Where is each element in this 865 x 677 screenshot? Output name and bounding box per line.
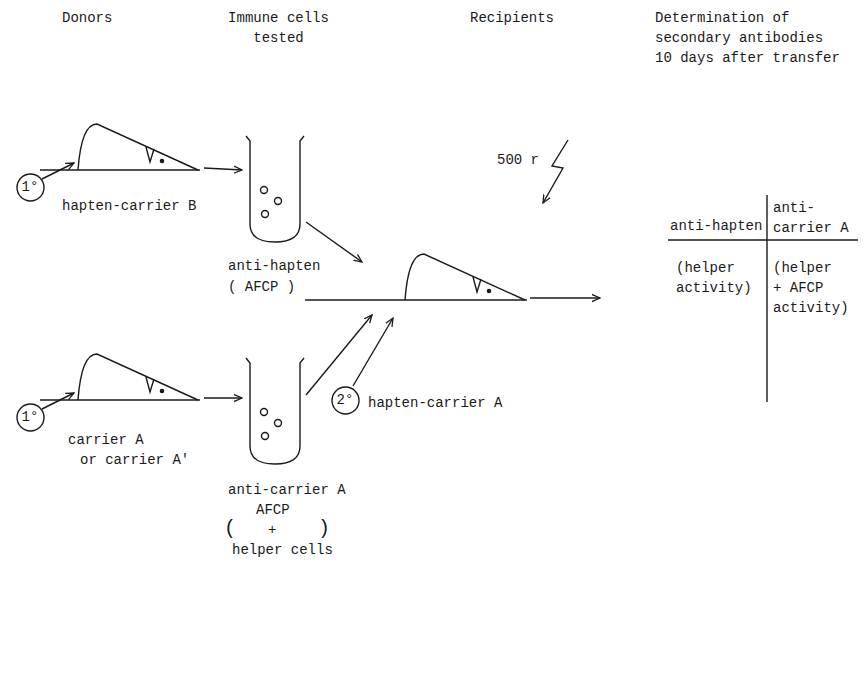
cell-label: anti-hapten bbox=[228, 256, 320, 276]
cell bbox=[262, 211, 269, 218]
circled-number: 1° bbox=[16, 403, 45, 432]
test-tube bbox=[246, 358, 304, 464]
mouse-eye bbox=[160, 389, 163, 392]
mouse-baseline bbox=[40, 169, 200, 170]
mouse-ear bbox=[473, 277, 481, 292]
cell bbox=[275, 198, 282, 205]
circle-outline bbox=[17, 404, 44, 431]
arrow bbox=[306, 315, 372, 395]
immunogen-label: carrier A bbox=[68, 430, 144, 450]
circled-number: 2° bbox=[331, 386, 360, 415]
arrow bbox=[42, 163, 74, 179]
dose-label: 500 r bbox=[497, 150, 539, 170]
mouse-ear bbox=[146, 147, 154, 162]
recipient-mouse bbox=[405, 254, 525, 300]
arrow bbox=[306, 222, 362, 262]
arrow bbox=[204, 397, 242, 398]
cell bbox=[261, 409, 268, 416]
arrow bbox=[42, 393, 74, 409]
step-number: 1° bbox=[22, 409, 39, 425]
arrow bbox=[353, 318, 393, 386]
mouse-ear bbox=[146, 377, 154, 392]
circle-outline bbox=[332, 387, 359, 414]
step-number: 2° bbox=[337, 392, 354, 408]
immunogen-label: or carrier A' bbox=[80, 450, 189, 470]
cell bbox=[275, 420, 282, 427]
donor-mouse bbox=[40, 354, 200, 400]
immunogen-label: hapten-carrier B bbox=[62, 196, 196, 216]
mouse-eye bbox=[487, 289, 490, 292]
table-rule bbox=[668, 239, 858, 240]
cell-label: AFCP bbox=[256, 500, 290, 520]
bracket: ( bbox=[224, 519, 236, 539]
table-cell: (helper + AFCP activity) bbox=[773, 258, 844, 318]
test-tube bbox=[246, 136, 304, 242]
mouse-baseline bbox=[40, 399, 200, 400]
tube-outline bbox=[246, 136, 304, 242]
tube-outline bbox=[246, 358, 304, 464]
table-header: anti-hapten bbox=[670, 216, 762, 236]
table-header: anti-carrier A bbox=[773, 198, 853, 238]
step-number: 1° bbox=[22, 179, 39, 195]
cell-label: + bbox=[268, 520, 276, 540]
cell-label: helper cells bbox=[232, 540, 333, 560]
column-heading: Recipients bbox=[470, 8, 554, 28]
bracket: ) bbox=[318, 519, 330, 539]
mouse-body bbox=[78, 354, 198, 400]
circled-number: 1° bbox=[16, 173, 45, 202]
drawing bbox=[40, 124, 858, 464]
cell bbox=[262, 433, 269, 440]
table-rule bbox=[766, 195, 767, 402]
mouse-body bbox=[405, 254, 525, 300]
donor-mouse bbox=[40, 124, 200, 170]
cell-label: anti-carrier A bbox=[228, 480, 346, 500]
arrow bbox=[530, 297, 600, 298]
cell-label: ( AFCP ) bbox=[228, 277, 295, 297]
immunogen-label: hapten-carrier A bbox=[368, 393, 502, 413]
mouse-baseline bbox=[305, 299, 527, 300]
column-heading: Donors bbox=[62, 8, 112, 28]
table-cell: (helper activity) bbox=[676, 258, 758, 298]
column-heading: Determination of secondary antibodies 10… bbox=[655, 8, 843, 68]
mouse-body bbox=[78, 124, 198, 170]
column-heading: Immune cells tested bbox=[226, 8, 331, 48]
cell bbox=[261, 187, 268, 194]
arrow bbox=[204, 168, 242, 170]
circle-outline bbox=[17, 174, 44, 201]
irradiation-bolt bbox=[543, 140, 568, 203]
mouse-eye bbox=[160, 159, 163, 162]
